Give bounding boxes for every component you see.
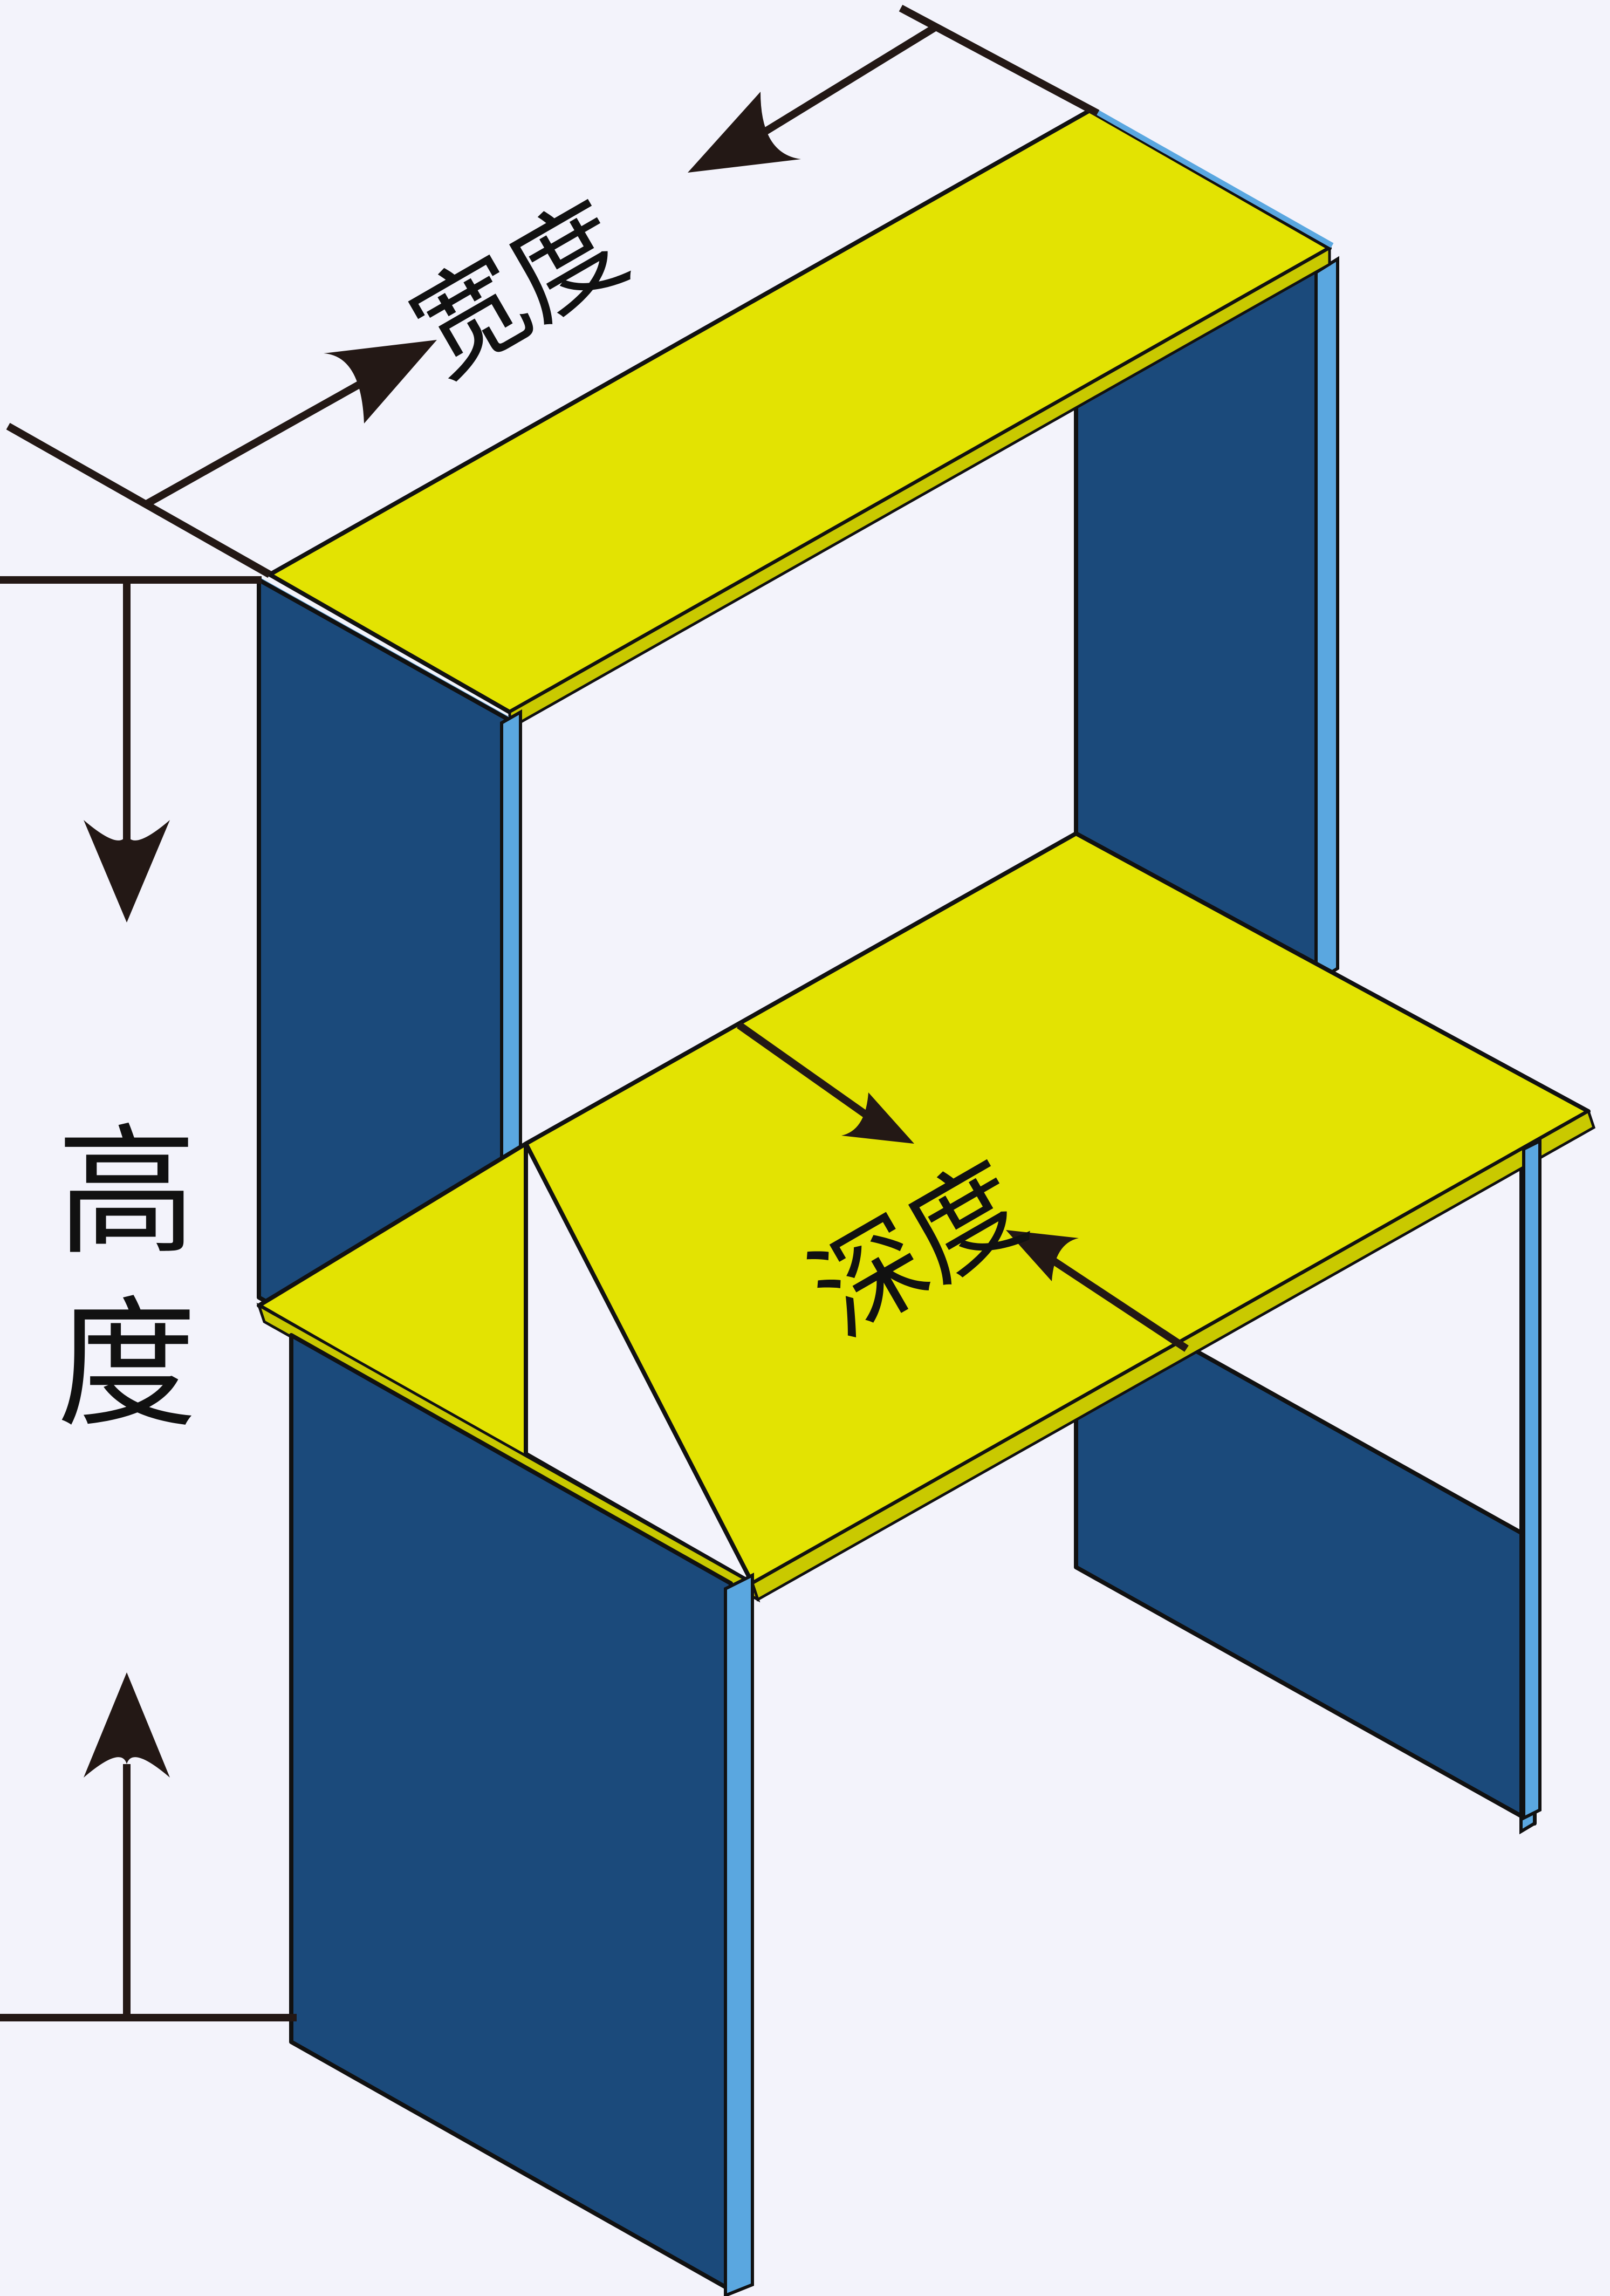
depth-arrow-line-back — [736, 1022, 879, 1125]
width-arrowhead-left — [324, 340, 437, 423]
depth-arrow-line-front — [1042, 1251, 1189, 1352]
back-right-leg-edge — [1522, 1138, 1542, 1821]
width-extension-right — [899, 4, 1100, 117]
desk — [256, 105, 1596, 2296]
height-label-line2: 度 — [57, 1284, 197, 1447]
width-extension-left — [6, 422, 272, 578]
width-label: 宽度 — [392, 179, 647, 400]
height-arrowhead-up — [84, 1672, 170, 1778]
depth-arrowhead-back — [841, 1092, 914, 1144]
height-arrowhead-down — [84, 820, 170, 922]
height-dimension: 高 度 — [0, 576, 297, 2021]
desk-top — [256, 831, 1596, 1603]
back-right-upper-panel — [1074, 256, 1339, 985]
height-label-line1: 高 — [57, 1111, 197, 1274]
front-left-lower-leg — [289, 1333, 754, 2296]
width-arrowhead-right — [688, 92, 801, 173]
depth-arrowhead-front — [1006, 1230, 1079, 1281]
